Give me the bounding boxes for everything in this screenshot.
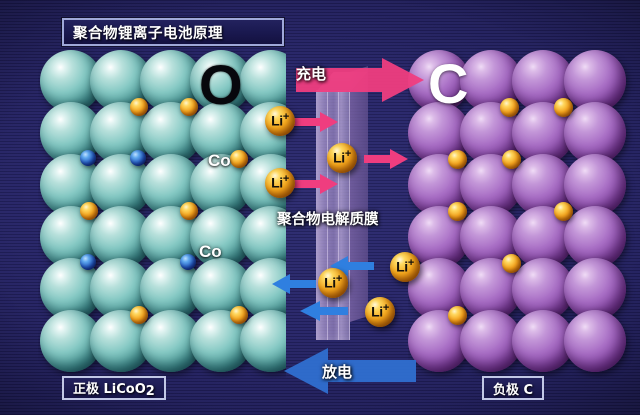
lithium-ion-label: Li+ <box>333 148 351 166</box>
lithium-ion-charge-1: Li+ <box>265 106 295 136</box>
lithium-sphere <box>80 202 98 220</box>
lithium-ion-label: Li+ <box>324 273 342 291</box>
charge-arrow <box>296 58 426 102</box>
lithium-ion-charge-2: Li+ <box>265 168 295 198</box>
lithium-sphere <box>448 306 467 325</box>
cathode-formula-subscript: 2 <box>145 383 155 399</box>
cobalt-label-upper: Co <box>208 151 231 170</box>
carbon-sphere <box>564 102 626 164</box>
cathode-caption-text: 正极 LiCoO2 <box>73 381 155 399</box>
carbon-label: C <box>428 52 469 115</box>
charge-arrow-label: 充电 <box>296 65 327 83</box>
membrane-gridline <box>327 90 328 340</box>
lithium-ion-label: Li+ <box>396 257 414 275</box>
li-motion-arrow-charge-3 <box>364 149 408 173</box>
cobalt-sphere <box>80 254 96 270</box>
li-motion-arrow-discharge-2 <box>272 274 316 298</box>
discharge-arrow <box>282 348 416 394</box>
lithium-sphere <box>130 98 148 116</box>
lithium-sphere <box>554 202 573 221</box>
oxygen-sphere <box>240 310 286 372</box>
oxygen-sphere <box>240 206 286 268</box>
lithium-sphere <box>554 98 573 117</box>
lithium-sphere <box>180 98 198 116</box>
membrane-front-face <box>316 90 350 340</box>
lithium-ion-charge-3: Li+ <box>327 143 357 173</box>
lithium-sphere <box>448 202 467 221</box>
anode-caption-text: 负极 C <box>493 382 534 398</box>
lithium-ion-label: Li+ <box>371 302 389 320</box>
lithium-sphere <box>130 306 148 324</box>
oxygen-sphere <box>240 258 286 320</box>
carbon-sphere <box>564 310 626 372</box>
anode-lattice <box>408 48 640 378</box>
carbon-sphere <box>460 310 522 372</box>
membrane-side-face <box>350 66 368 322</box>
polymer-electrolyte-membrane <box>316 66 372 340</box>
lithium-sphere <box>500 98 519 117</box>
page-title: 聚合物锂离子电池原理 <box>73 25 223 42</box>
cathode-lattice <box>38 48 286 378</box>
oxygen-label: O <box>199 53 243 116</box>
membrane-gridline <box>349 90 350 340</box>
cobalt-sphere <box>130 150 146 166</box>
li-motion-arrow-charge-2 <box>294 174 338 198</box>
lithium-sphere <box>502 150 521 169</box>
li-motion-arrow-discharge-3 <box>300 301 348 325</box>
carbon-sphere <box>564 258 626 320</box>
discharge-arrow-label: 放电 <box>322 363 353 381</box>
carbon-sphere <box>564 154 626 216</box>
lithium-sphere <box>230 306 248 324</box>
lithium-ion-discharge-1: Li+ <box>390 252 420 282</box>
lithium-ion-label: Li+ <box>271 111 289 129</box>
lithium-ion-discharge-2: Li+ <box>318 268 348 298</box>
cobalt-sphere <box>80 150 96 166</box>
lithium-sphere <box>180 202 198 220</box>
membrane-label: 聚合物电解质膜 <box>277 212 379 228</box>
carbon-sphere <box>564 206 626 268</box>
cobalt-label-lower: Co <box>199 242 222 261</box>
lithium-ion-discharge-3: Li+ <box>365 297 395 327</box>
lithium-ion-label: Li+ <box>271 173 289 191</box>
diagram-title-box: 聚合物锂离子电池原理 <box>62 18 284 46</box>
lithium-sphere <box>502 254 521 273</box>
anode-caption: 负极 C <box>482 376 545 400</box>
lithium-sphere <box>230 150 248 168</box>
li-motion-arrow-charge-1 <box>294 112 338 136</box>
carbon-sphere <box>512 310 574 372</box>
membrane-gridline <box>338 90 339 340</box>
carbon-sphere <box>512 258 574 320</box>
oxygen-sphere <box>240 50 286 112</box>
lithium-sphere <box>448 150 467 169</box>
carbon-sphere <box>564 50 626 112</box>
cobalt-sphere <box>180 254 196 270</box>
cathode-caption: 正极 LiCoO2 <box>62 376 166 400</box>
